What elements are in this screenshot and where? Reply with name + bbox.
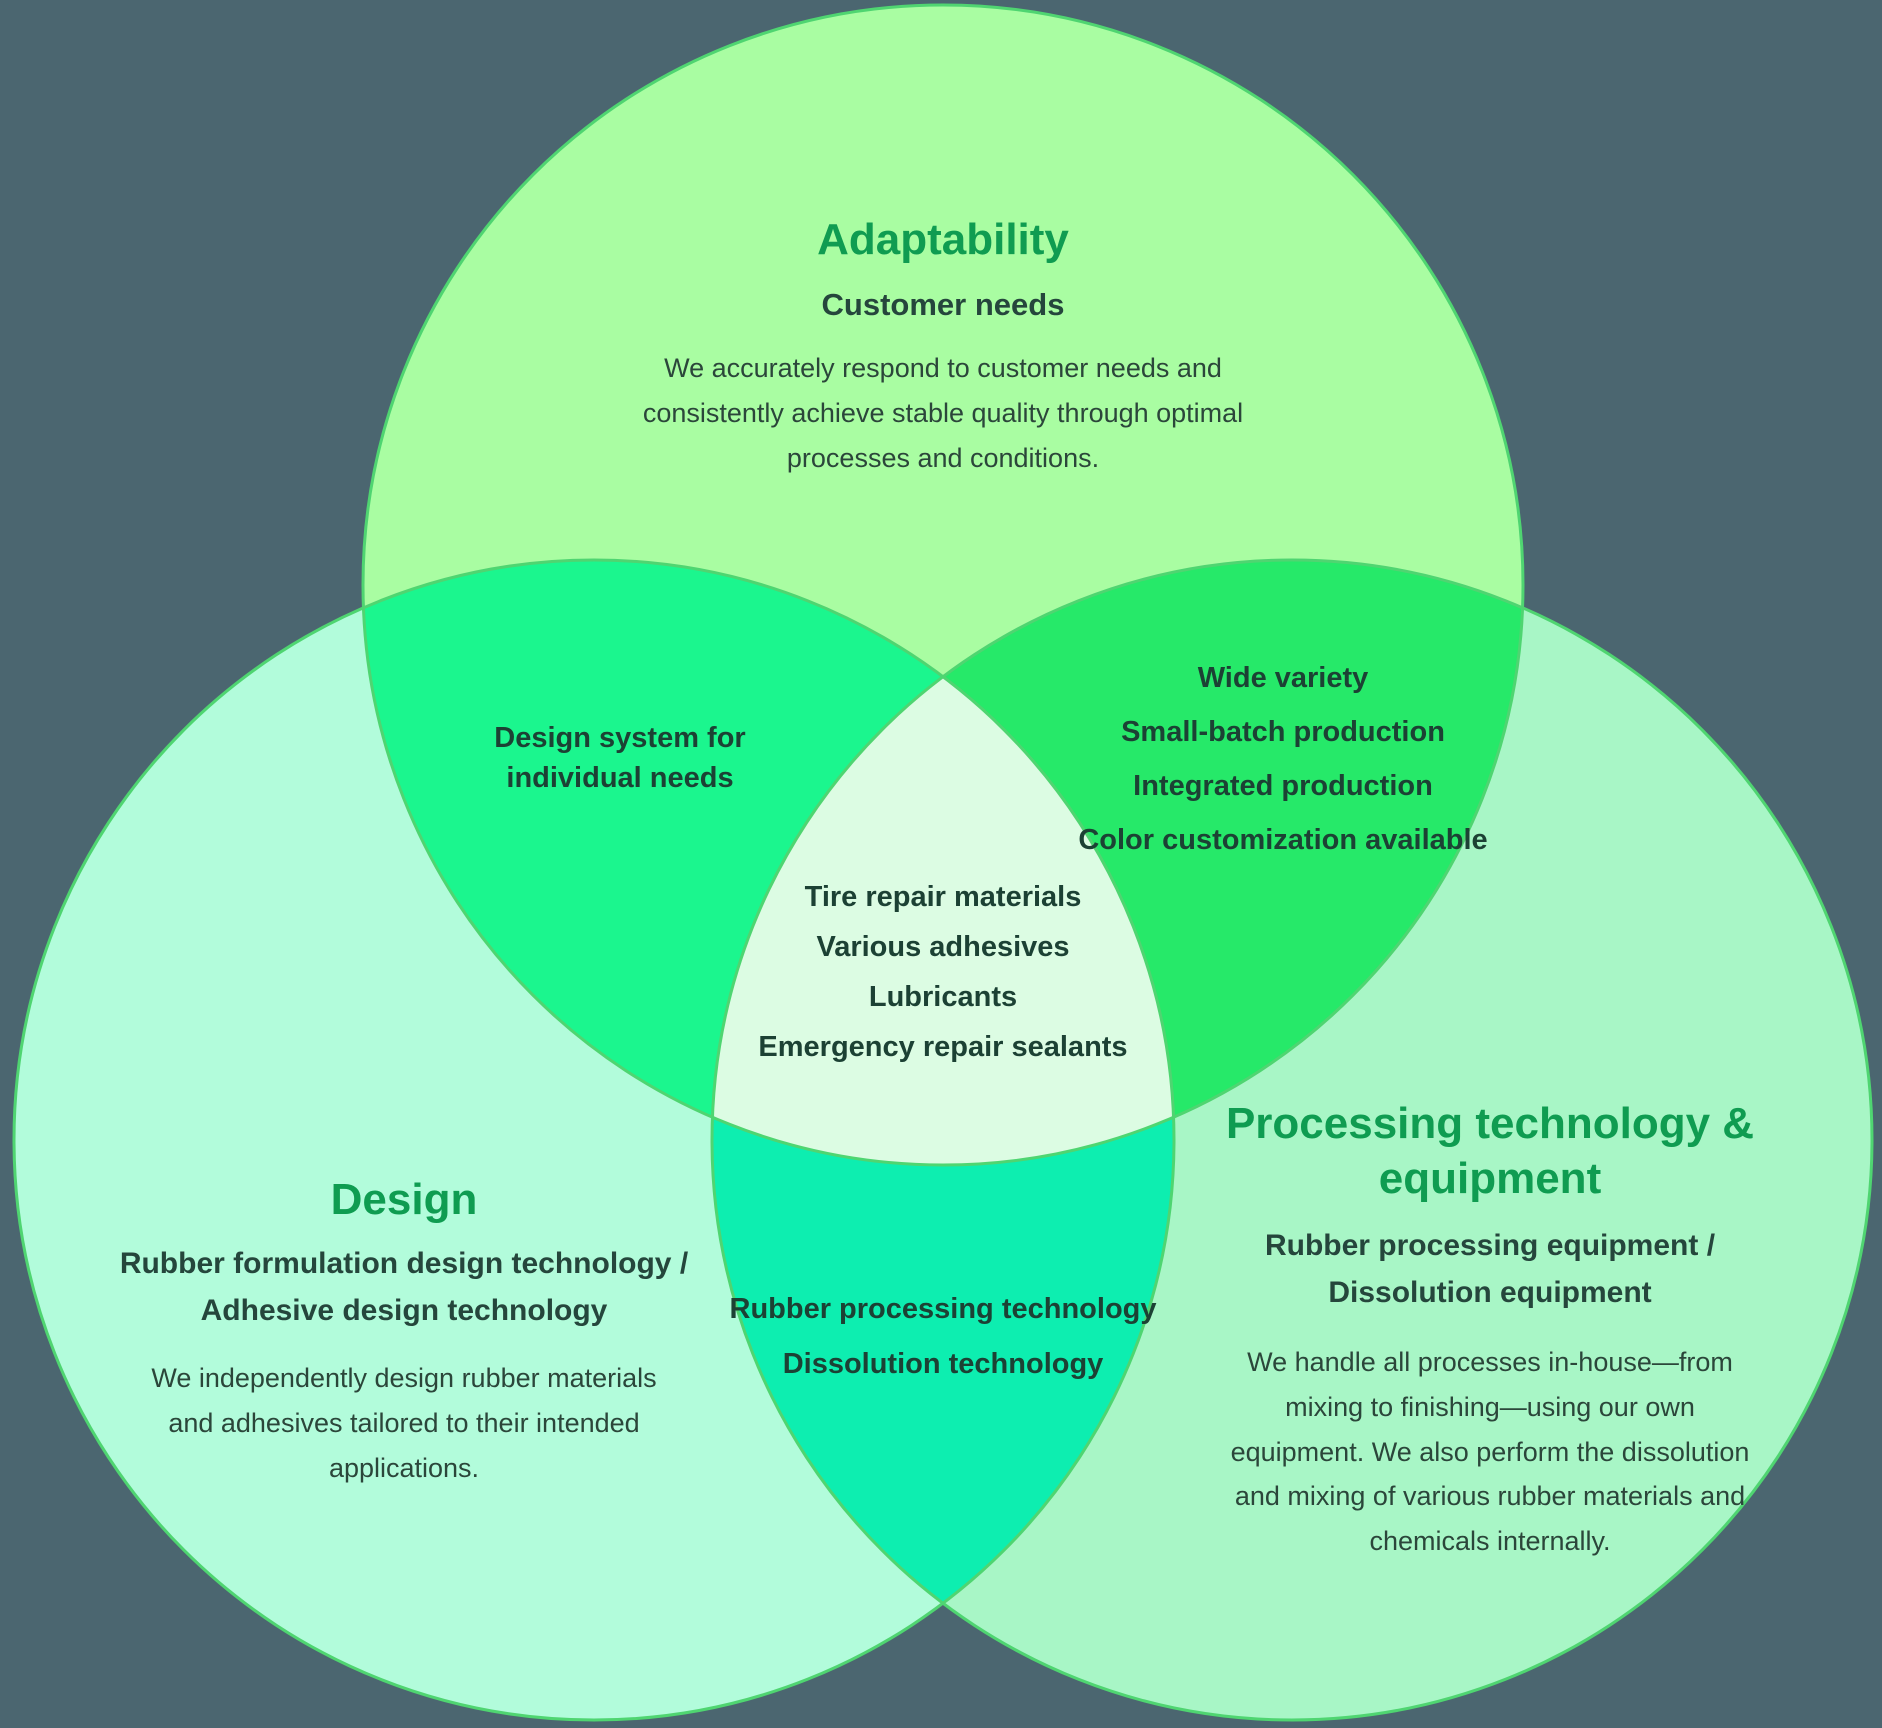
overlap-top-right-item: Color customization available — [1078, 824, 1488, 856]
processing-title-line-1: Processing technology & — [1225, 1099, 1755, 1148]
design-subtitle-line-2: Adhesive design technology — [200, 1294, 608, 1328]
design-subtitle: Rubber formulation design technology / A… — [84, 1240, 724, 1335]
processing-subtitle-line-1: Rubber processing equipment / — [1264, 1229, 1716, 1262]
circle-adaptability-outline — [361, 3, 1525, 1167]
overlap-center-item: Various adhesives — [816, 931, 1070, 963]
adaptability-title: Adaptability — [817, 215, 1069, 264]
overlap-top-right-item: Small-batch production — [1121, 716, 1445, 748]
overlap-center-item: Emergency repair sealants — [758, 1031, 1128, 1063]
adaptability-description: We accurately respond to customer needs … — [642, 353, 1244, 473]
processing-subtitle-line-2: Dissolution equipment — [1328, 1276, 1652, 1310]
overlap-center-item: Tire repair materials — [804, 881, 1082, 913]
overlap-top-right-item: Integrated production — [1133, 770, 1433, 802]
overlap-bottom-item: Dissolution technology — [782, 1348, 1104, 1380]
circle-processing-outline — [710, 558, 1874, 1722]
overlap-top-left-label: Design system for individual needs — [494, 722, 746, 795]
overlap-top-right-list: Wide variety Small-batch production Inte… — [1078, 651, 1487, 867]
adaptability-subtitle: Customer needs — [821, 287, 1065, 322]
processing-description: We handle all processes in-house—from mi… — [1230, 1347, 1750, 1557]
processing-title-line-2: equipment — [1378, 1154, 1602, 1203]
design-title: Design — [330, 1175, 478, 1224]
overlap-bottom-list: Rubber processing technology Dissolution… — [730, 1282, 1157, 1392]
design-subtitle-line-1: Rubber formulation design technology / — [119, 1247, 689, 1280]
overlap-center — [712, 560, 1174, 1165]
overlap-center-list: Tire repair materials Various adhesives … — [758, 872, 1127, 1072]
processing-subtitle: Rubber processing equipment / Dissolutio… — [1180, 1222, 1800, 1317]
overlap-top-right-item: Wide variety — [1197, 662, 1369, 694]
circle-design-outline — [12, 558, 1176, 1722]
design-description: We independently design rubber materials… — [151, 1363, 657, 1483]
overlap-center-item: Lubricants — [868, 981, 1018, 1013]
processing-title: Processing technology & equipment — [1180, 1096, 1800, 1206]
overlap-bottom-item: Rubber processing technology — [729, 1293, 1157, 1325]
